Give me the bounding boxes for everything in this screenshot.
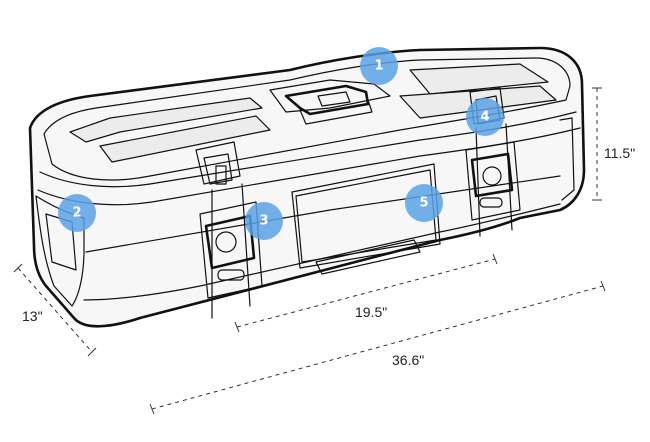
dimension-depth-label: 13" [22, 308, 43, 324]
callout-4[interactable]: 4 [466, 98, 504, 136]
lid-panel-right [409, 63, 549, 95]
dimension-overall-length: 36.6" [149, 280, 606, 415]
callout-3[interactable]: 3 [245, 202, 283, 240]
dimension-height: 11.5" [592, 87, 635, 201]
dimension-depth: 13" [13, 263, 97, 357]
label-window-frame [291, 163, 441, 269]
lid-top [43, 57, 571, 181]
callout-1[interactable]: 1 [360, 47, 398, 85]
callout-2-label: 2 [72, 206, 81, 221]
callout-5-label: 5 [419, 196, 428, 211]
label-window [295, 169, 437, 263]
dimension-inner-length: 19.5" [234, 253, 498, 333]
callout-4-label: 4 [480, 110, 489, 125]
callout-2[interactable]: 2 [58, 194, 96, 232]
latch-left [195, 141, 263, 319]
storage-case [28, 46, 586, 328]
top-handle [269, 79, 391, 125]
callout-5[interactable]: 5 [405, 184, 443, 222]
right-end-face [559, 117, 575, 201]
callout-3-label: 3 [259, 214, 268, 229]
lid-panel-left [69, 97, 263, 143]
dimension-inner-length-label: 19.5" [355, 304, 387, 320]
callout-1-label: 1 [374, 59, 383, 74]
lid-panel-left-2 [99, 115, 271, 163]
front-base-line [83, 203, 561, 301]
front-grip [315, 239, 421, 275]
dimension-height-label: 11.5" [604, 145, 635, 161]
dimension-overall-length-label: 36.6" [392, 352, 424, 368]
lid-seam [39, 111, 577, 188]
